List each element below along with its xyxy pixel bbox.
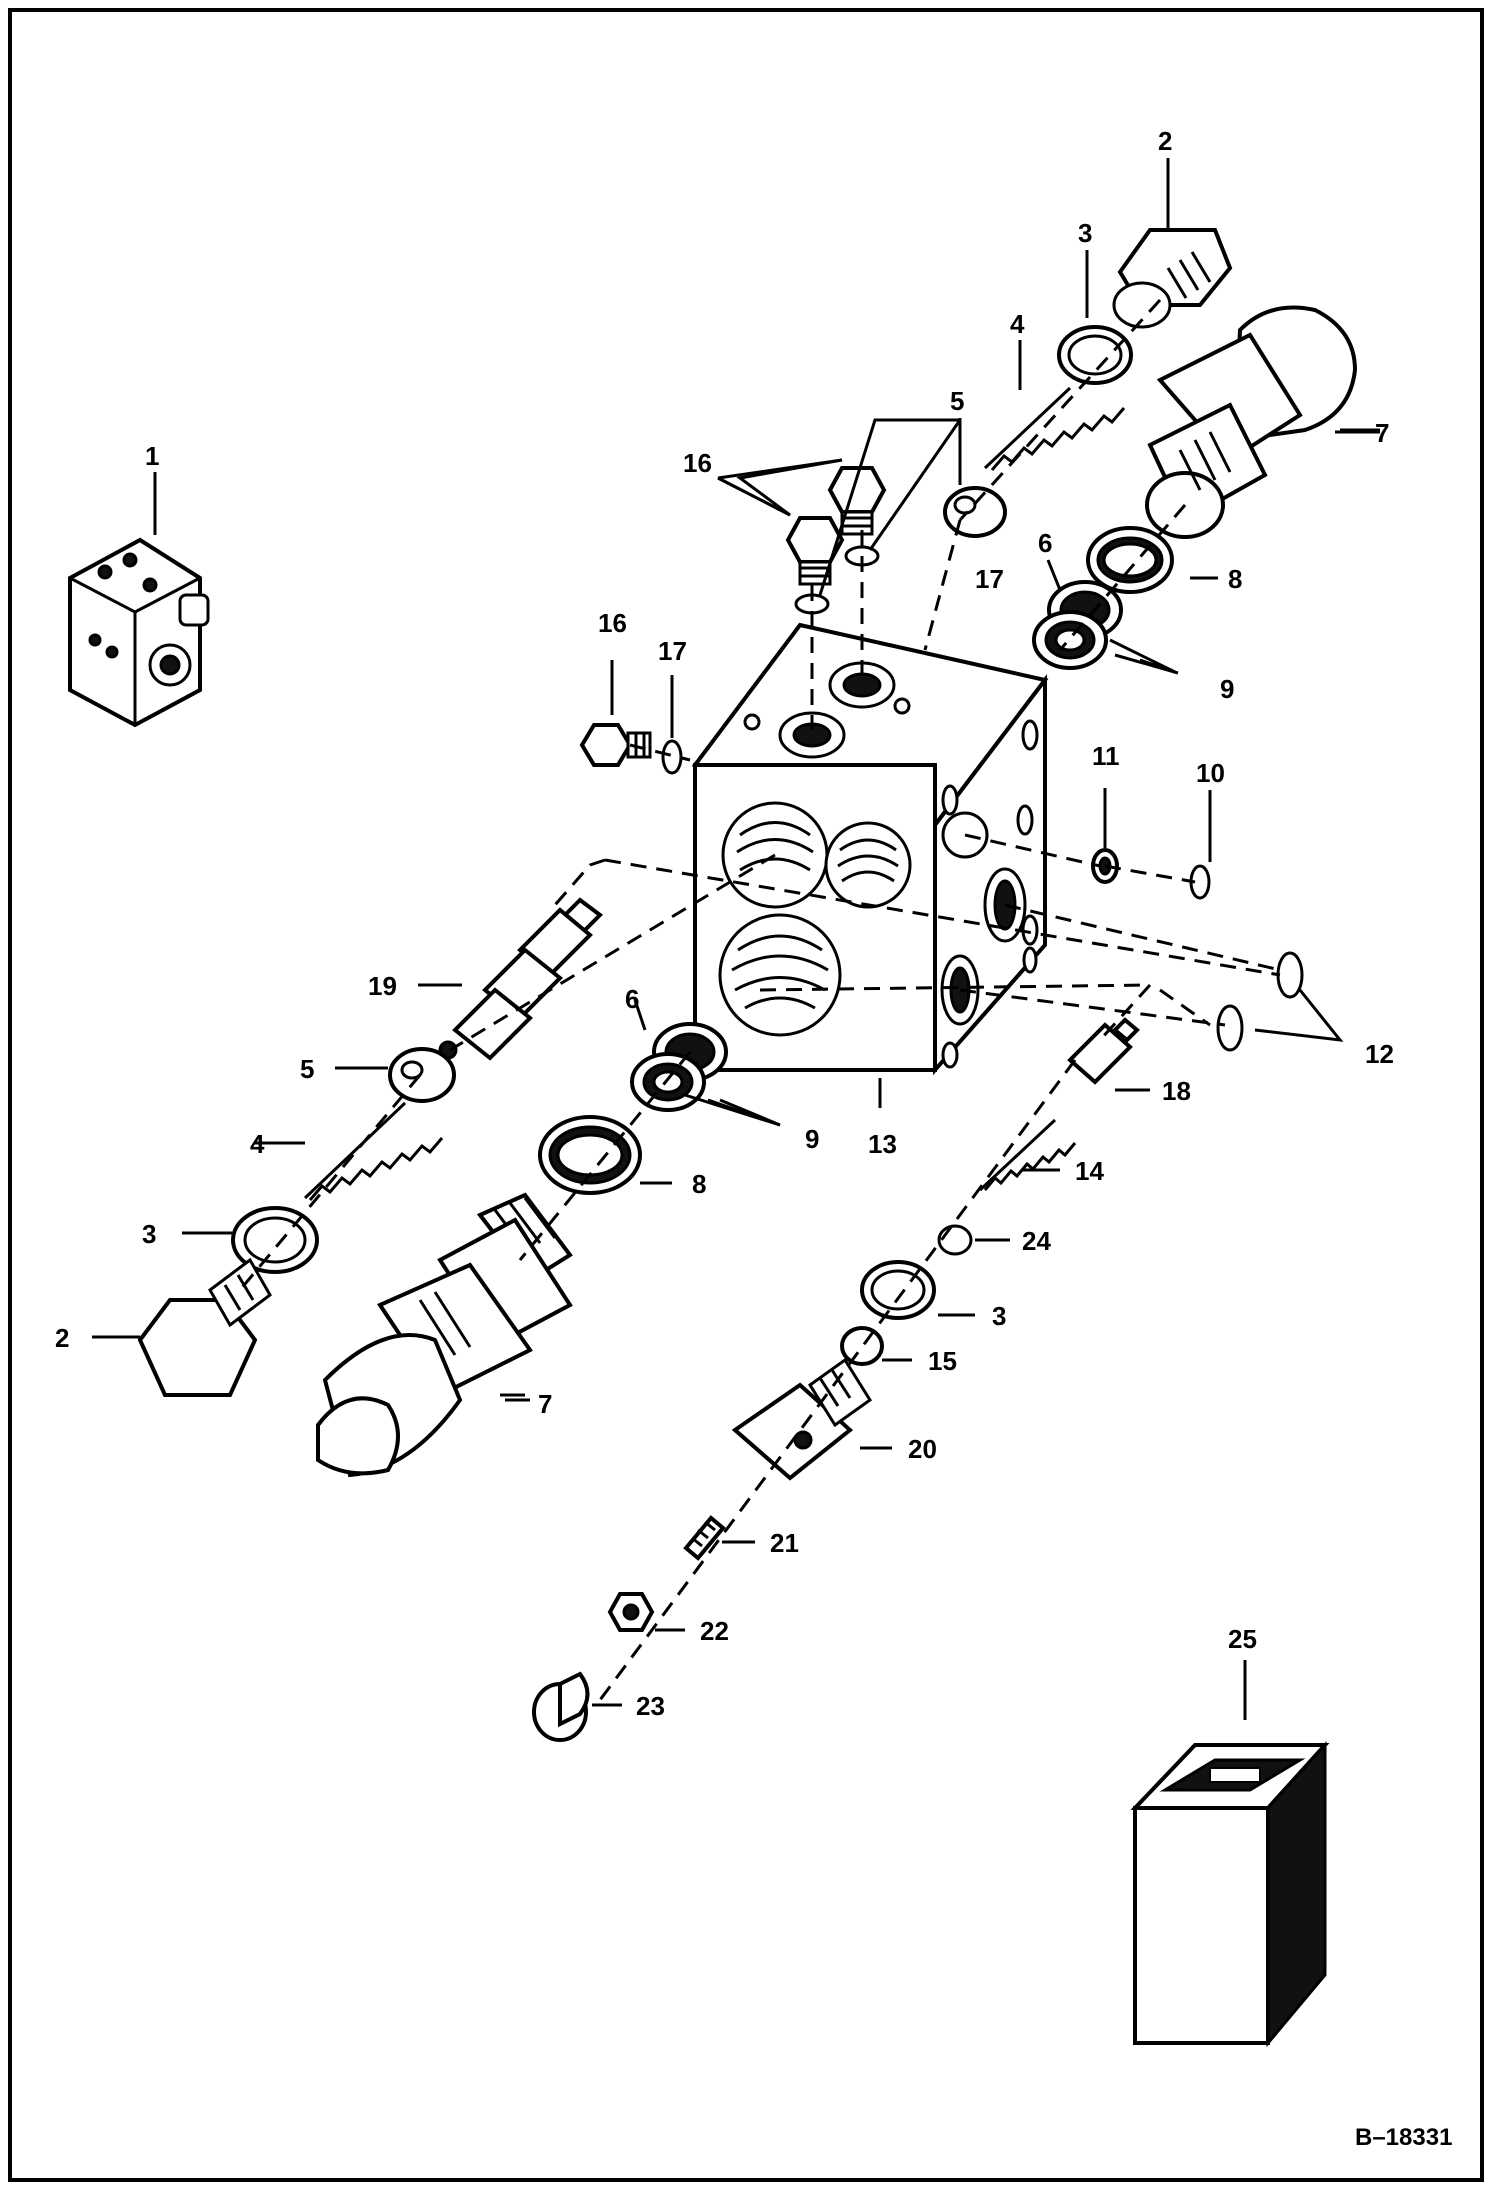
part-6-9-backup-rings-lower [630, 1022, 728, 1112]
part-21-set-screw [683, 1515, 726, 1561]
part-15-ball [840, 1326, 884, 1366]
callout-4: 4 [250, 1129, 265, 1159]
part-13-valve-body [691, 622, 1049, 1076]
callout-5: 5 [300, 1054, 314, 1084]
part-2-plug-lower [137, 1257, 272, 1397]
part-4-spring-upper [983, 386, 1126, 471]
part-22-nut [607, 1592, 655, 1632]
callout-18: 18 [1162, 1076, 1191, 1106]
callout-14: 14 [1075, 1156, 1104, 1186]
part-5-poppet-upper [943, 486, 1007, 538]
callout-9: 9 [1220, 674, 1234, 704]
part-20-plug-fitting [731, 1357, 873, 1481]
callout-6: 6 [625, 984, 639, 1014]
part-19-spool [438, 897, 604, 1061]
callout-13: 13 [868, 1129, 897, 1159]
callout-3: 3 [992, 1301, 1006, 1331]
part-7-relief-cartridge-upper [1145, 305, 1380, 539]
callout-16: 16 [598, 608, 627, 638]
callout-17: 17 [658, 636, 687, 666]
callout-4: 4 [1010, 309, 1025, 339]
callout-24: 24 [1022, 1226, 1051, 1256]
callout-20: 20 [908, 1434, 937, 1464]
callout-8: 8 [1228, 564, 1242, 594]
callout-19: 19 [368, 971, 397, 1001]
part-24-o-ring [937, 1224, 973, 1256]
callout-16: 16 [683, 448, 712, 478]
callout-21: 21 [770, 1528, 799, 1558]
part-16-plug-top-right [827, 466, 887, 536]
callout-2: 2 [1158, 126, 1172, 156]
callout-labels: 1 2 2 3 3 3 4 4 5 5 6 6 7 7 8 8 9 9 10 1… [55, 126, 1394, 1721]
callout-12: 12 [1365, 1039, 1394, 1069]
callout-10: 10 [1196, 758, 1225, 788]
callout-25: 25 [1228, 1624, 1257, 1654]
part-8-o-ring-upper [1086, 526, 1174, 594]
callout-2: 2 [55, 1323, 69, 1353]
callout-leaders [92, 158, 1380, 1720]
part-8-o-ring-lower [538, 1115, 642, 1195]
part-3-o-ring-right [860, 1260, 936, 1320]
callout-7: 7 [1375, 418, 1389, 448]
callout-3: 3 [1078, 218, 1092, 248]
part-23-cap [532, 1671, 590, 1742]
callout-3: 3 [142, 1219, 156, 1249]
part-18-poppet [1067, 1017, 1140, 1085]
diagram-border [8, 8, 1484, 2182]
callout-8: 8 [692, 1169, 706, 1199]
part-16-plug-top-left [785, 516, 845, 586]
part-5-poppet-lower [388, 1047, 456, 1103]
part-1-assembled-valve-thumbnail [68, 537, 210, 728]
callout-1: 1 [145, 441, 159, 471]
part-12-o-rings [1216, 951, 1304, 1052]
part-25-seal-kit [1130, 1741, 1330, 2048]
callout-17: 17 [975, 564, 1004, 594]
part-4-spring-lower [303, 1101, 444, 1201]
part-3-o-ring-upper [1057, 325, 1133, 385]
callout-9: 9 [805, 1124, 819, 1154]
part-17-o-ring-side [661, 739, 683, 775]
figure-id: B–18331 [1355, 2124, 1452, 2151]
part-6-9-backup-rings-upper [1032, 580, 1123, 670]
part-16-plug-side [579, 723, 652, 767]
callout-5: 5 [950, 386, 964, 416]
callout-23: 23 [636, 1691, 665, 1721]
callout-15: 15 [928, 1346, 957, 1376]
callout-11: 11 [1092, 741, 1120, 771]
callout-7: 7 [538, 1389, 552, 1419]
part-2-plug-upper [1112, 228, 1233, 329]
assembly-centerlines [238, 298, 1281, 1701]
part-7-relief-cartridge-lower [316, 1192, 573, 1478]
callout-6: 6 [1038, 528, 1052, 558]
part-14-spring [978, 1118, 1077, 1192]
callout-22: 22 [700, 1616, 729, 1646]
